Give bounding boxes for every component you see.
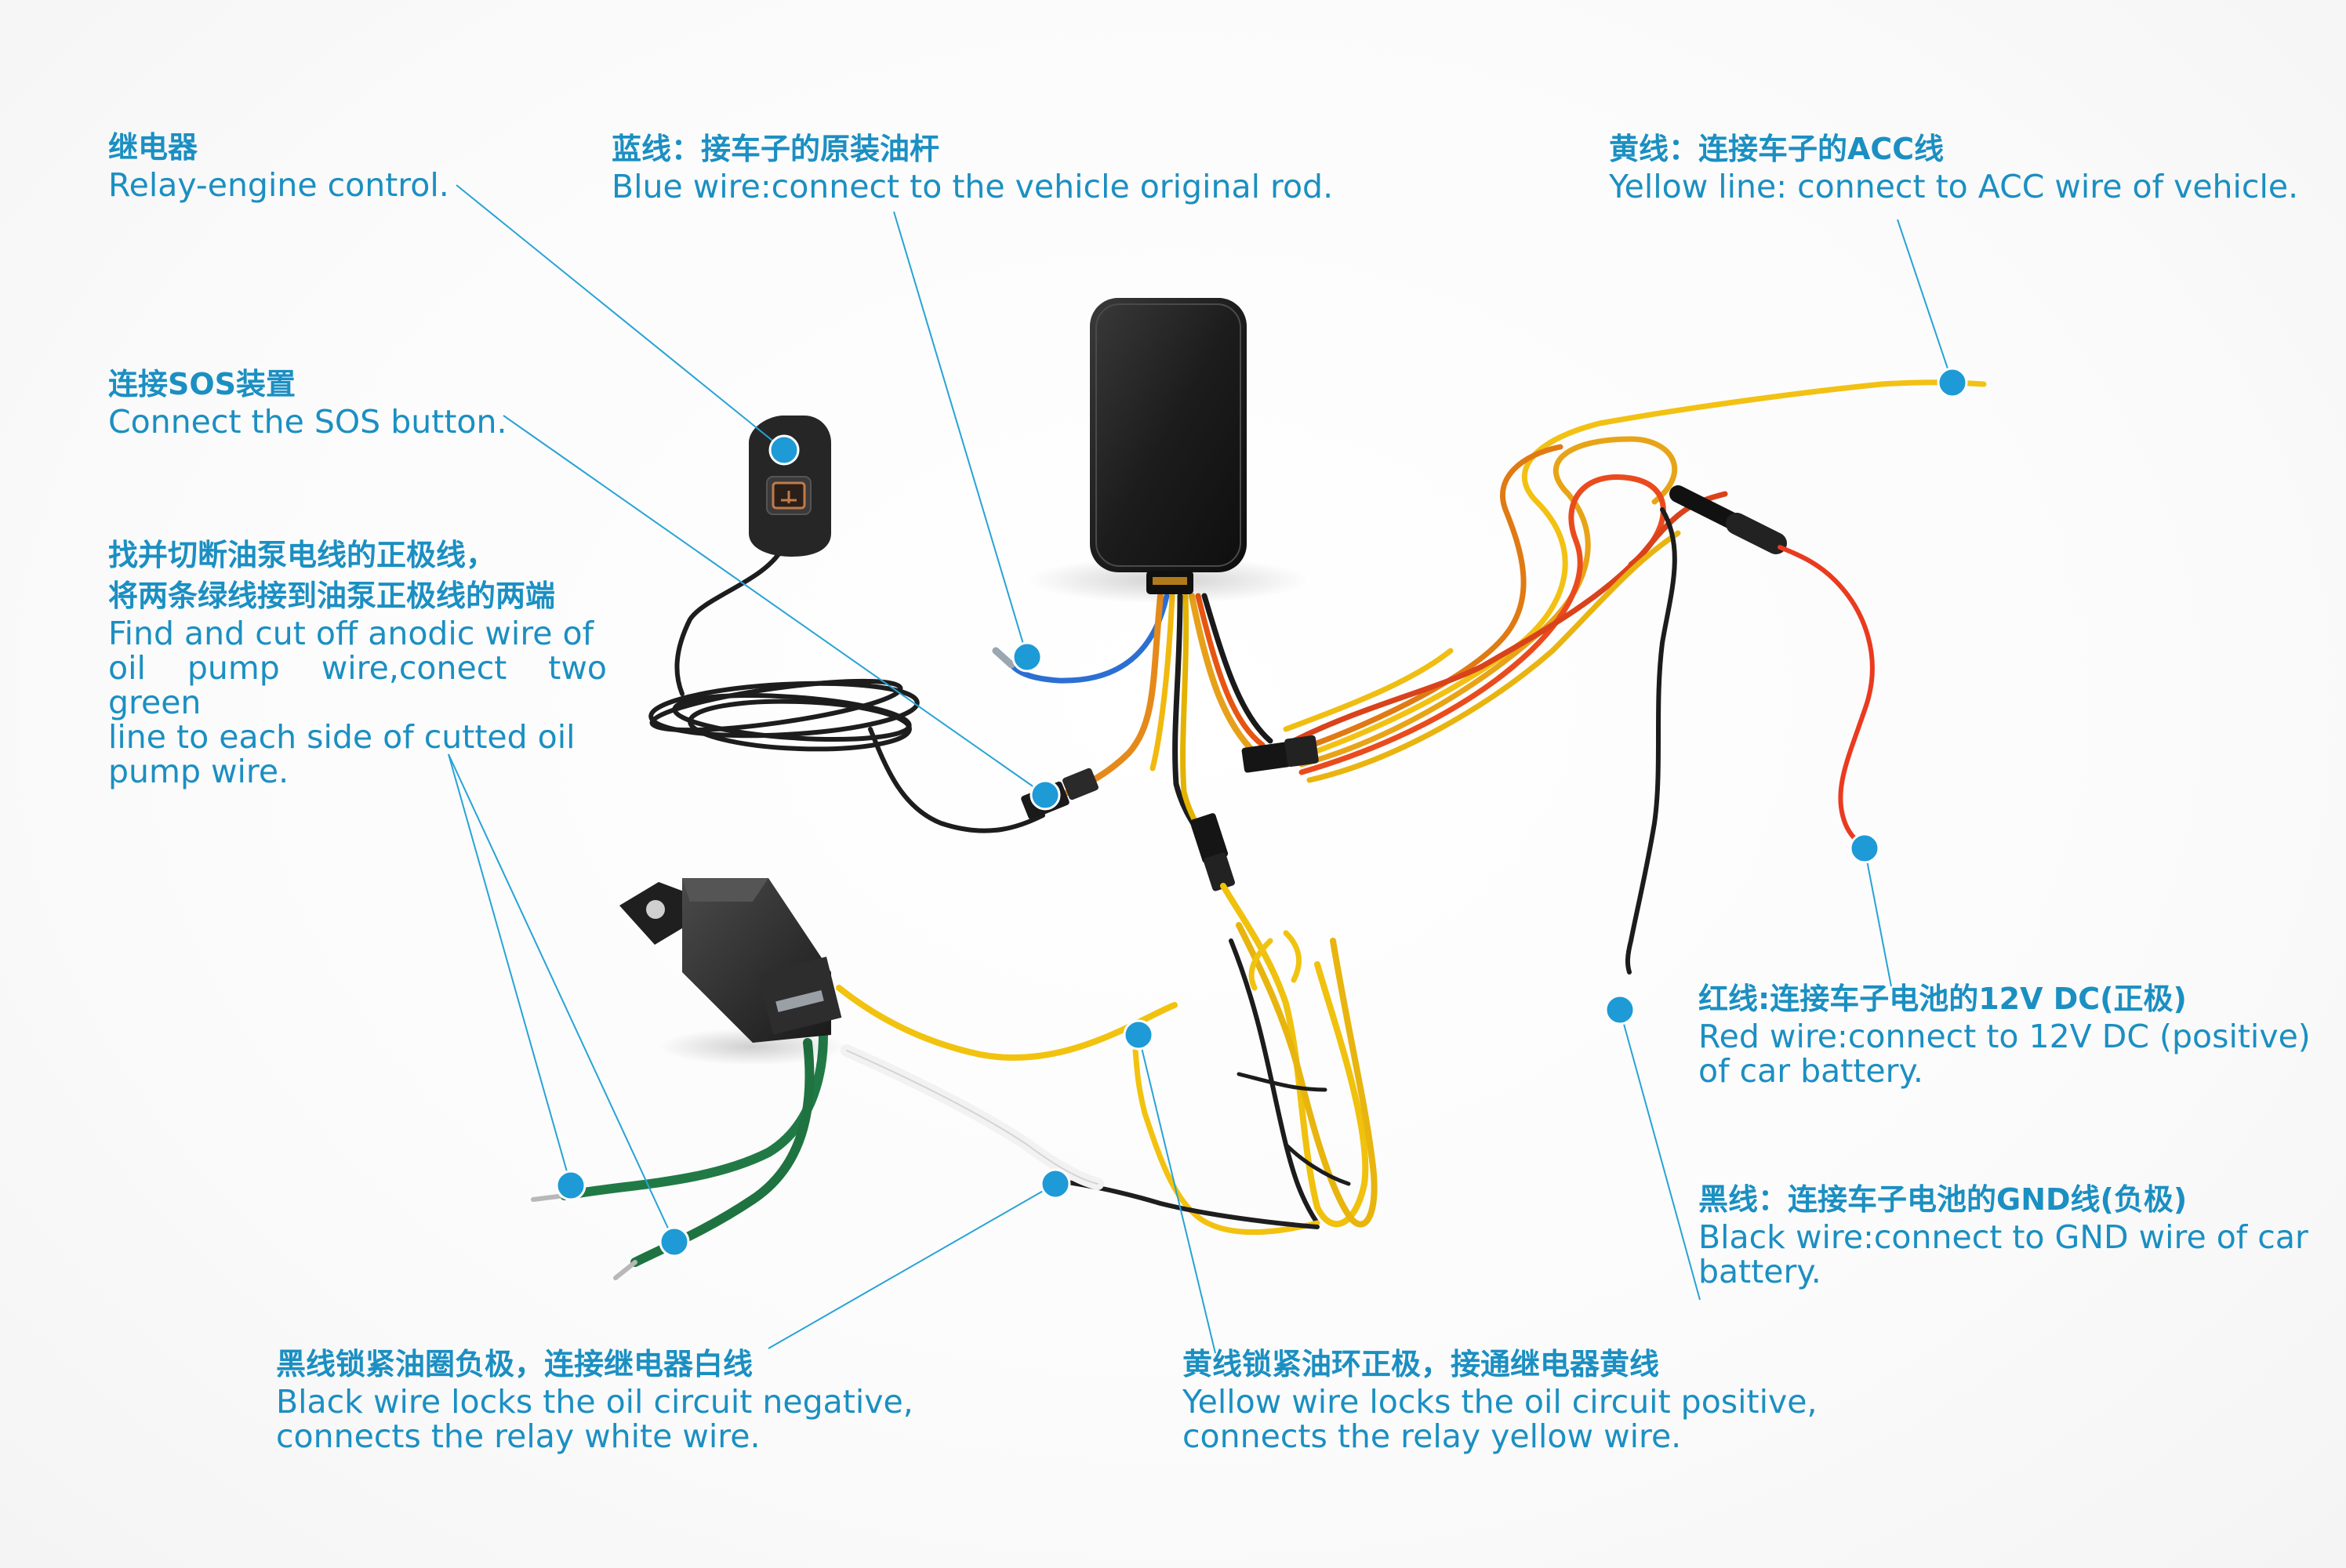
black-wire-gnd-label-en-1: Black wire:connect to GND wire of car bbox=[1698, 1218, 2308, 1256]
yellow-acc-label: 黄线：连接车子的ACC线 Yellow line: connect to ACC… bbox=[1609, 129, 2298, 204]
black-wire-gnd-label-zh: 黑线：连接车子电池的GND线(负极) bbox=[1698, 1182, 2188, 1217]
marker-dot bbox=[1011, 641, 1043, 673]
blue-wire bbox=[1008, 593, 1170, 684]
yellow-wire-relay-label-en-2: connects the relay yellow wire. bbox=[1182, 1417, 1682, 1455]
relay-harness-coil bbox=[1048, 883, 1378, 1235]
red-wire-label-en-1: Red wire:connect to 12V DC (positive) bbox=[1698, 1018, 2311, 1055]
red-wire-label-en-2: of car battery. bbox=[1698, 1052, 1923, 1090]
black-wire-gnd-label: 黑线：连接车子电池的GND线(负极) Black wire:connect to… bbox=[1698, 1179, 2308, 1289]
sos-label-en: Connect the SOS button. bbox=[108, 403, 507, 441]
black-wire-relay-label-en-2: connects the relay white wire. bbox=[276, 1417, 761, 1455]
relay-harness-connector bbox=[1189, 813, 1236, 891]
red-wire-label: 红线:连接车子电池的12V DC(正极) Red wire:connect to… bbox=[1698, 978, 2311, 1088]
blue-wire-label-zh: 蓝线：接车子的原装油杆 bbox=[612, 132, 940, 166]
oil-pump-label-en-4: pump wire. bbox=[108, 753, 289, 790]
gps-tracker bbox=[1027, 298, 1309, 604]
marker-dot bbox=[1040, 1168, 1071, 1200]
marker-dot bbox=[1123, 1019, 1154, 1051]
leader-lines bbox=[448, 184, 1953, 1354]
red-wire-label-zh: 红线:连接车子电池的12V DC(正极) bbox=[1698, 982, 2187, 1016]
marker-dot bbox=[659, 1226, 690, 1258]
oil-pump-label-en-1: Find and cut off anodic wire of bbox=[108, 615, 594, 652]
oil-pump-label-zh-2: 将两条绿线接到油泵正极线的两端 bbox=[108, 579, 556, 613]
sos-label-zh: 连接SOS装置 bbox=[108, 367, 296, 401]
marker-dot bbox=[768, 434, 800, 466]
marker-dot bbox=[1849, 833, 1880, 864]
oil-pump-label-en-2: oil pump wire,conect two green bbox=[108, 649, 607, 721]
power-harness bbox=[1283, 379, 1987, 975]
black-wire-gnd-label-en-2: battery. bbox=[1698, 1253, 1821, 1290]
yellow-acc-label-zh: 黄线：连接车子的ACC线 bbox=[1609, 132, 1945, 166]
relay-label-zh: 继电器 bbox=[108, 130, 198, 165]
oil-pump-label-en-3: line to each side of cutted oil bbox=[108, 718, 576, 756]
black-wire-relay-label: 黑线锁紧油圈负极，连接继电器白线 Black wire locks the oi… bbox=[276, 1344, 913, 1454]
oil-pump-label-zh-1: 找并切断油泵电线的正极线， bbox=[108, 538, 496, 572]
yellow-wire-relay-label-en-1: Yellow wire locks the oil circuit positi… bbox=[1182, 1383, 1818, 1421]
sos-label: 连接SOS装置 Connect the SOS button. bbox=[108, 364, 507, 439]
marker-dot bbox=[1937, 367, 1968, 398]
harness-connector bbox=[1241, 735, 1319, 773]
blue-wire-label-en: Blue wire:connect to the vehicle origina… bbox=[612, 168, 1334, 205]
yellow-wire-relay-label: 黄线锁紧油环正极，接通继电器黄线 Yellow wire locks the o… bbox=[1182, 1344, 1818, 1454]
marker-dot bbox=[1604, 994, 1636, 1025]
marker-dot bbox=[555, 1170, 586, 1201]
black-wire-relay-label-zh: 黑线锁紧油圈负极，连接继电器白线 bbox=[276, 1347, 754, 1381]
marker-dot bbox=[1030, 779, 1061, 811]
relay-wires bbox=[531, 985, 1178, 1280]
black-wire-relay-label-en-1: Black wire locks the oil circuit negativ… bbox=[276, 1383, 913, 1421]
yellow-wire-relay-label-zh: 黄线锁紧油环正极，接通继电器黄线 bbox=[1182, 1347, 1660, 1381]
yellow-acc-label-en: Yellow line: connect to ACC wire of vehi… bbox=[1609, 168, 2299, 205]
oil-pump-label: 找并切断油泵电线的正极线， 将两条绿线接到油泵正极线的两端 Find and c… bbox=[108, 535, 607, 789]
relay-label: 继电器 Relay-engine control. bbox=[108, 127, 449, 202]
relay-label-en: Relay-engine control. bbox=[108, 166, 449, 204]
marker-dots bbox=[555, 367, 1968, 1258]
sos-cable bbox=[648, 543, 1045, 833]
blue-wire-tip bbox=[992, 647, 1015, 669]
relay-device bbox=[619, 878, 847, 1065]
blue-wire-label: 蓝线：接车子的原装油杆 Blue wire:connect to the veh… bbox=[612, 129, 1333, 204]
